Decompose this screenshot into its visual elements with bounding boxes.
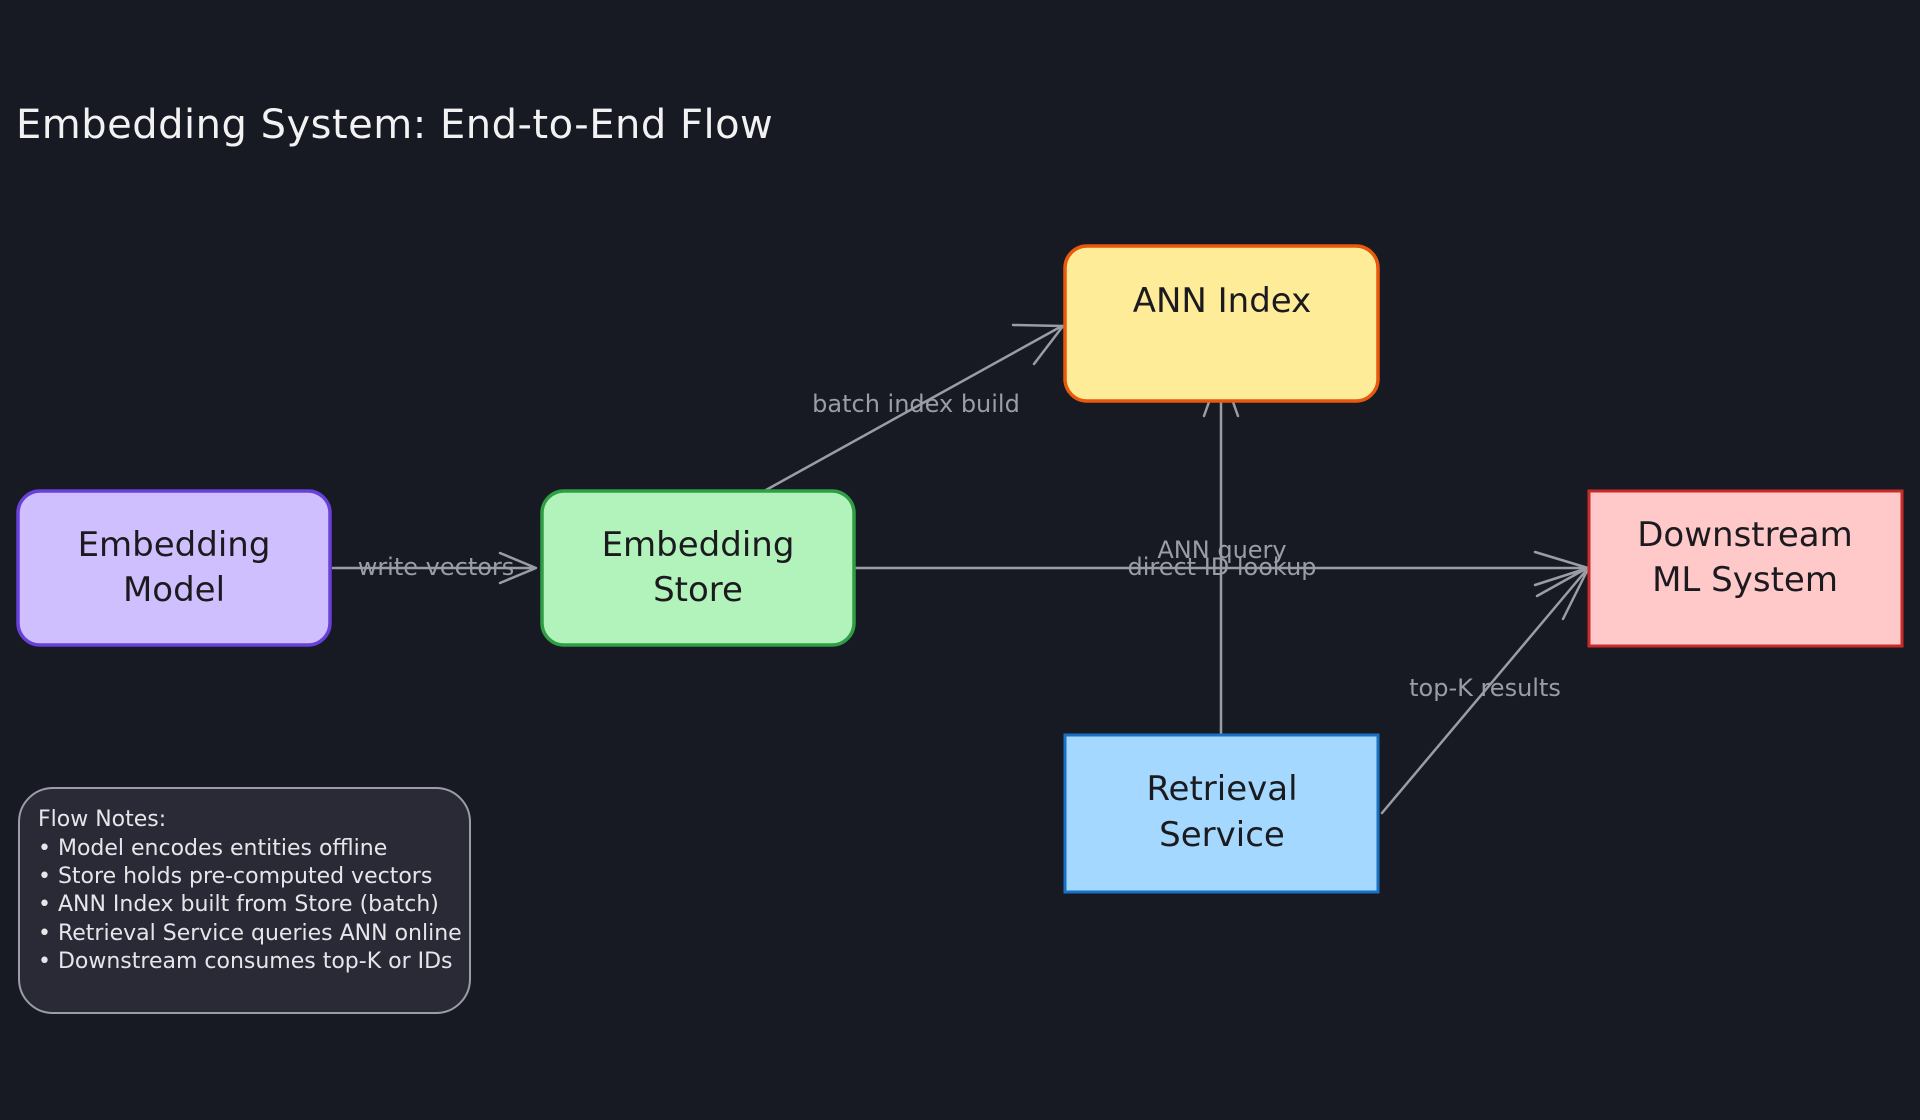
flow-note-item: • ANN Index built from Store (batch) [38,892,439,917]
edge-label-batch-index-build: batch index build [812,390,1020,418]
node-downstream-label-line2: ML System [1652,560,1838,600]
flow-note-item: • Store holds pre-computed vectors [38,864,432,889]
node-ann-index[interactable]: ANN Index [1063,244,1380,403]
flow-notes-heading: Flow Notes: [38,807,166,832]
edge-label-direct-id-lookup: direct ID lookup [1127,553,1316,581]
node-ann-index-label: ANN Index [1133,281,1312,321]
flow-note-item: • Downstream consumes top-K or IDs [38,949,453,974]
node-embedding-store[interactable]: Embedding Store [540,489,856,647]
edge-label-top-k-results: top-K results [1409,674,1561,702]
edge-write-vectors-arrowhead [498,551,538,585]
edge-label-ann-query: ANN query [1157,536,1286,564]
flow-notes-box: Flow Notes: • Model encodes entities off… [18,787,471,1014]
node-retrieval-label-line1: Retrieval [1146,769,1297,809]
node-downstream-label-line1: Downstream [1637,515,1853,555]
flow-note-item: • Model encodes entities offline [38,836,387,861]
node-embedding-model[interactable]: Embedding Model [16,489,332,647]
node-retrieval-label-line2: Service [1159,815,1285,855]
edge-batch-index-build [764,324,1064,492]
edge-batch-index-build-arrowhead [1011,323,1065,366]
node-embedding-model-label-line1: Embedding [78,525,271,565]
edge-label-write-vectors: write vectors [358,553,515,581]
edge-top-k-results [1380,565,1591,815]
node-retrieval-service[interactable]: Retrieval Service [1063,733,1380,894]
node-embedding-model-label-line2: Model [123,570,225,610]
node-embedding-store-label-line2: Store [653,570,743,610]
node-embedding-store-label-line1: Embedding [602,525,795,565]
page-title: Embedding System: End-to-End Flow [16,102,774,148]
node-downstream-ml-system[interactable]: Downstream ML System [1587,489,1904,648]
flow-note-item: • Retrieval Service queries ANN online [38,921,462,946]
